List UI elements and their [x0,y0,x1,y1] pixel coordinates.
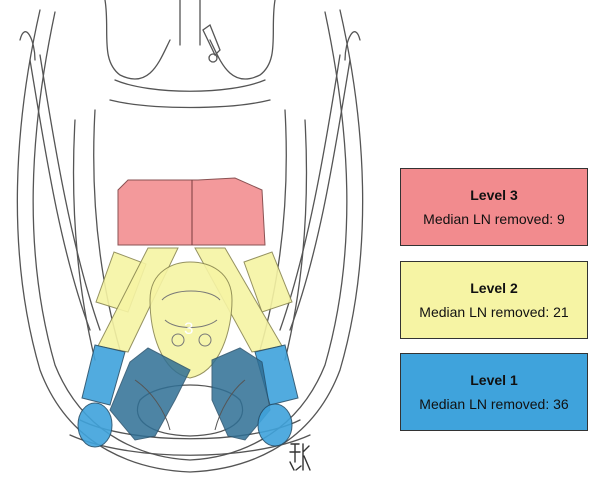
legend-title-level3: Level 3 [470,187,517,203]
level3-region [118,178,265,245]
legend-box-level2: Level 2 Median LN removed: 21 [400,261,588,339]
legend-box-level3: Level 3 Median LN removed: 9 [400,168,588,246]
signature-mark [290,444,310,470]
level1-left-node [78,403,112,447]
legend-text-level1: Median LN removed: 36 [419,396,568,412]
legend-box-level1: Level 1 Median LN removed: 36 [400,353,588,431]
legend-title-level2: Level 2 [470,280,517,296]
legend-text-level2: Median LN removed: 21 [419,304,568,320]
anatomy-illustration: 3 [0,0,380,480]
center-marker-label: 3 [184,319,193,338]
level1-right-node [258,404,292,446]
legend-text-level3: Median LN removed: 9 [423,211,565,227]
legend-title-level1: Level 1 [470,372,517,388]
